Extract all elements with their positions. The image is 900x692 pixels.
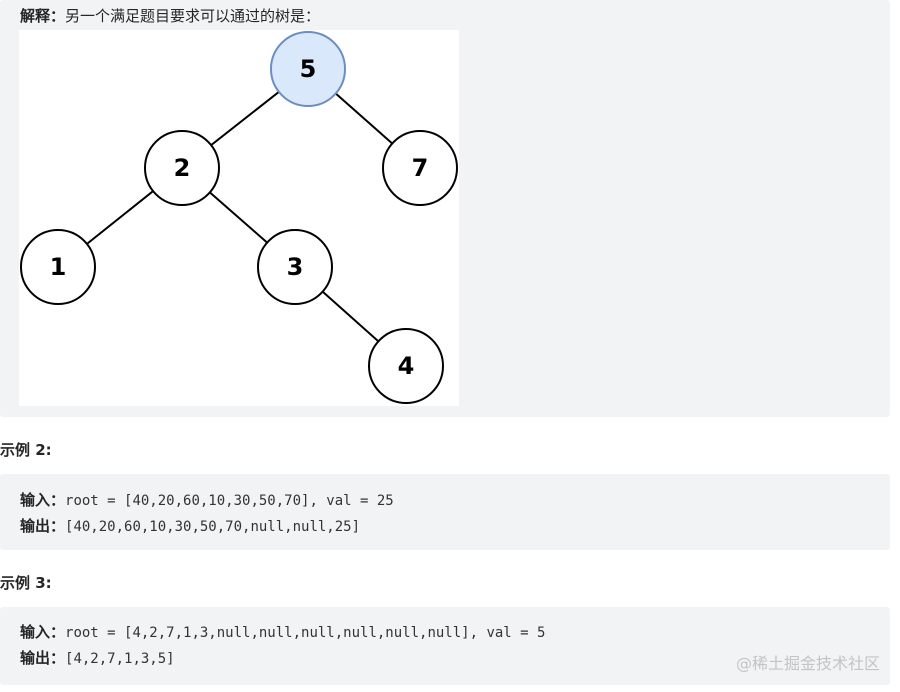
tree-node-circle [257,229,333,305]
tree-node-1: 1 [20,229,96,305]
tree-node-3: 3 [257,229,333,305]
example-2-output-value: [40,20,60,10,30,50,70,null,null,25] [65,519,361,535]
explanation-label: 解释： [20,7,66,25]
example-3-output-value: [4,2,7,1,3,5] [65,651,175,667]
tree-node-label: 2 [174,154,191,182]
tree-node-circle [20,229,96,305]
tree-node-label: 1 [50,253,67,281]
tree-node-2: 2 [144,130,220,206]
tree-node-circle [382,130,458,206]
tree-node-5: 5 [270,31,346,107]
example-2-block [0,474,890,550]
watermark: @稀土掘金技术社区 [735,654,880,673]
tree-node-label: 4 [398,352,415,380]
explanation-block: 解释：另一个满足题目要求可以通过的树是： 5 2 7 1 3 4 [0,0,890,417]
tree-svg: 5 2 7 1 3 4 [20,31,458,404]
explanation-text: 另一个满足题目要求可以通过的树是： [65,7,321,25]
tree-diagram: 5 2 7 1 3 4 [19,30,459,406]
example-3-output-label: 输出： [20,649,66,667]
tree-node-circle [270,31,346,107]
tree-node-label: 7 [412,154,429,182]
example-2-output-label: 输出： [20,517,66,535]
example-3-output: 输出：[4,2,7,1,3,5] [20,648,175,669]
example-3-heading: 示例 3: [0,574,52,592]
tree-node-label: 3 [287,253,304,281]
example-2-input-value: root = [40,20,60,10,30,50,70], val = 25 [65,493,394,509]
example-2-input: 输入：root = [40,20,60,10,30,50,70], val = … [20,490,394,511]
tree-node-circle [368,328,444,404]
tree-node-circle [144,130,220,206]
example-2-output: 输出：[40,20,60,10,30,50,70,null,null,25] [20,516,360,537]
example-3-input-label: 输入： [20,623,66,641]
tree-node-label: 5 [300,55,317,83]
example-3-input: 输入：root = [4,2,7,1,3,null,null,null,null… [20,622,545,643]
tree-node-7: 7 [382,130,458,206]
explanation-line: 解释：另一个满足题目要求可以通过的树是： [20,6,320,26]
example-2-heading: 示例 2: [0,441,52,459]
tree-node-4: 4 [368,328,444,404]
example-3-block [0,607,890,685]
example-2-input-label: 输入： [20,491,66,509]
example-3-input-value: root = [4,2,7,1,3,null,null,null,null,nu… [65,625,546,641]
